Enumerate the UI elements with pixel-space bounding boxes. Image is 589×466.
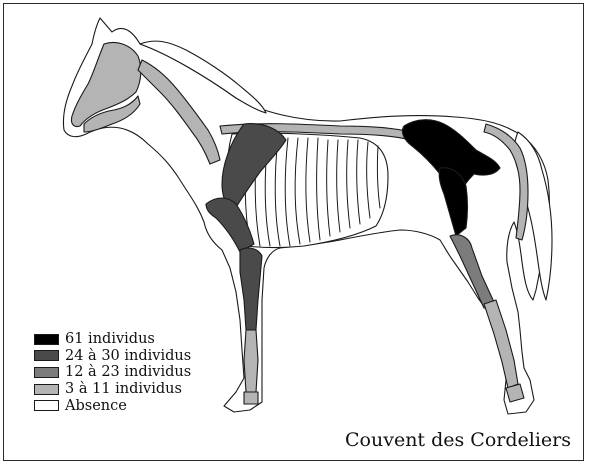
legend-label: 3 à 11 individus xyxy=(65,381,182,397)
legend-item: 61 individus xyxy=(34,331,191,348)
legend-swatch xyxy=(34,350,59,361)
legend-item: Absence xyxy=(34,397,191,414)
site-title: Couvent des Cordeliers xyxy=(345,429,571,451)
legend-swatch xyxy=(34,384,59,395)
legend-item: 3 à 11 individus xyxy=(34,381,191,398)
legend-swatch xyxy=(34,367,59,378)
foreleg-lower-bones xyxy=(244,330,258,392)
legend-label: 24 à 30 individus xyxy=(65,348,191,364)
legend-item: 24 à 30 individus xyxy=(34,348,191,365)
legend-swatch xyxy=(34,400,59,411)
legend-item: 12 à 23 individus xyxy=(34,364,191,381)
legend-label: 61 individus xyxy=(65,331,155,347)
hindleg-phalanges xyxy=(506,384,524,402)
legend-label: 12 à 23 individus xyxy=(65,364,191,380)
foreleg-phalanges xyxy=(244,392,258,404)
legend-swatch xyxy=(34,334,59,345)
legend-label: Absence xyxy=(65,398,127,414)
legend: 61 individus 24 à 30 individus 12 à 23 i… xyxy=(34,331,191,414)
